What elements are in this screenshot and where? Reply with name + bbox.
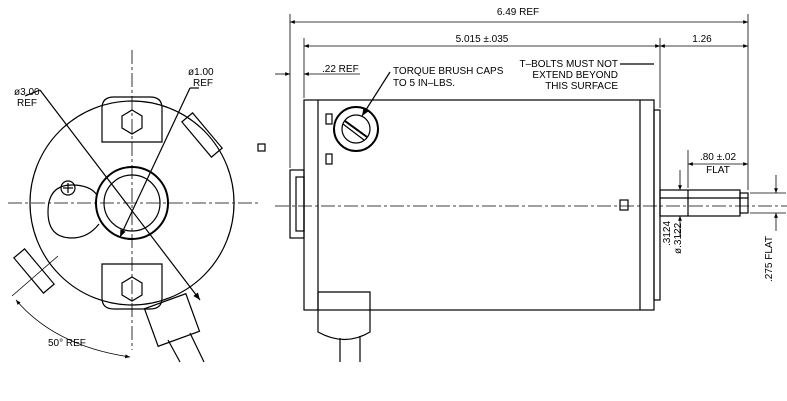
- body-length-label: 5.015 ±.035: [456, 34, 509, 45]
- top-bolt-hex: [121, 109, 143, 135]
- flat-height-label: .275 FLAT: [764, 236, 775, 282]
- flat-length-label: .80 ±.02: [700, 152, 737, 163]
- flat-label: FLAT: [706, 165, 730, 176]
- wire-lead-housing: [143, 292, 201, 348]
- square-marker: [257, 143, 266, 152]
- brush-cap: [333, 106, 379, 152]
- housing-diameter-leader: [39, 89, 201, 301]
- brush-cutout: [47, 184, 100, 239]
- screw-circle: [60, 180, 76, 196]
- torque-note-line2: TO 5 IN–LBS.: [393, 78, 455, 89]
- tbolt-note-line3: THIS SURFACE: [545, 81, 618, 92]
- housing-dia-ref: REF: [17, 98, 37, 109]
- shaft-dia-lower-label: ø.3122: [673, 222, 684, 254]
- torque-note-leader: [361, 71, 391, 117]
- pilot-dia-label: ø1.00: [188, 67, 214, 78]
- top-mounting-lug: [101, 96, 163, 143]
- front-flange: [289, 169, 305, 239]
- side-view: [275, 14, 787, 362]
- torque-note-line1: TORQUE BRUSH CAPS: [393, 66, 504, 77]
- lower-left-terminal: [13, 248, 55, 294]
- hub-inner-circle: [103, 174, 161, 232]
- angle-arc: [15, 299, 131, 359]
- tbolt-note-line1: T–BOLTS MUST NOT: [519, 59, 618, 70]
- pilot-dia-ref: REF: [193, 78, 213, 89]
- tbolt-note-line2: EXTEND BEYOND: [532, 70, 618, 81]
- angle-label: 50° REF: [48, 338, 86, 349]
- upper-right-terminal: [181, 112, 223, 158]
- bottom-bolt-hex: [121, 276, 143, 302]
- overall-length-label: 6.49 REF: [497, 7, 539, 18]
- housing-dia-label: ø3.00: [14, 87, 40, 98]
- flange-offset-label: .22 REF: [322, 64, 359, 75]
- housing-circle: [29, 100, 235, 306]
- pilot-diameter-leader: [119, 87, 191, 238]
- end-view: [8, 50, 258, 363]
- shaft-tip: [739, 192, 749, 214]
- shaft-dia-upper-label: .3124: [662, 221, 673, 246]
- rear-end-bell: [653, 109, 661, 301]
- motor-body: [303, 99, 655, 311]
- shaft-extension-label: 1.26: [692, 34, 712, 45]
- motor-shaft: [659, 189, 741, 217]
- hub-outer-circle: [95, 166, 169, 240]
- wire-exit-housing: [317, 291, 371, 341]
